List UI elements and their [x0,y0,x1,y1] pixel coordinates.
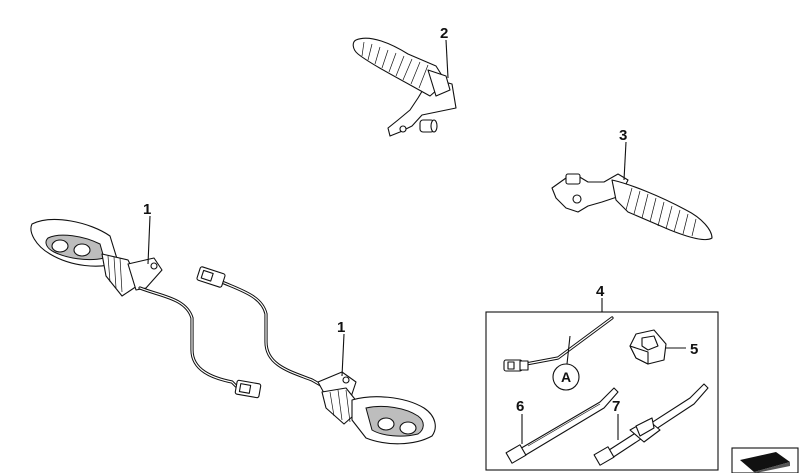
reference-marker-label: A [561,369,571,385]
leader-line-1-right [341,333,345,377]
clip-part-5 [629,329,667,365]
cable-tie-part-6 [505,387,619,464]
cable-tie-mount-part-7 [593,383,709,466]
callout-6: 6 [516,398,524,415]
turn-signal-right [317,371,436,445]
callout-3: 3 [619,127,627,144]
cable-left [138,286,262,399]
wire-harness-part-4: A [503,316,614,391]
callout-7: 7 [612,398,620,415]
callout-1-left: 1 [143,201,151,218]
leader-line-3 [623,141,627,181]
callout-4: 4 [596,283,605,300]
cable-right [196,266,328,390]
turn-signal-left [30,218,163,297]
footpeg-part-3 [551,173,713,241]
footpeg-part-2 [352,37,457,137]
callout-1-right: 1 [337,319,345,336]
leader-line-2 [445,39,449,79]
callout-2: 2 [440,25,448,42]
leader-line-1-left [147,215,151,265]
callout-5: 5 [690,341,698,358]
corner-arrow-icon [731,447,799,473]
reference-marker [552,363,580,391]
